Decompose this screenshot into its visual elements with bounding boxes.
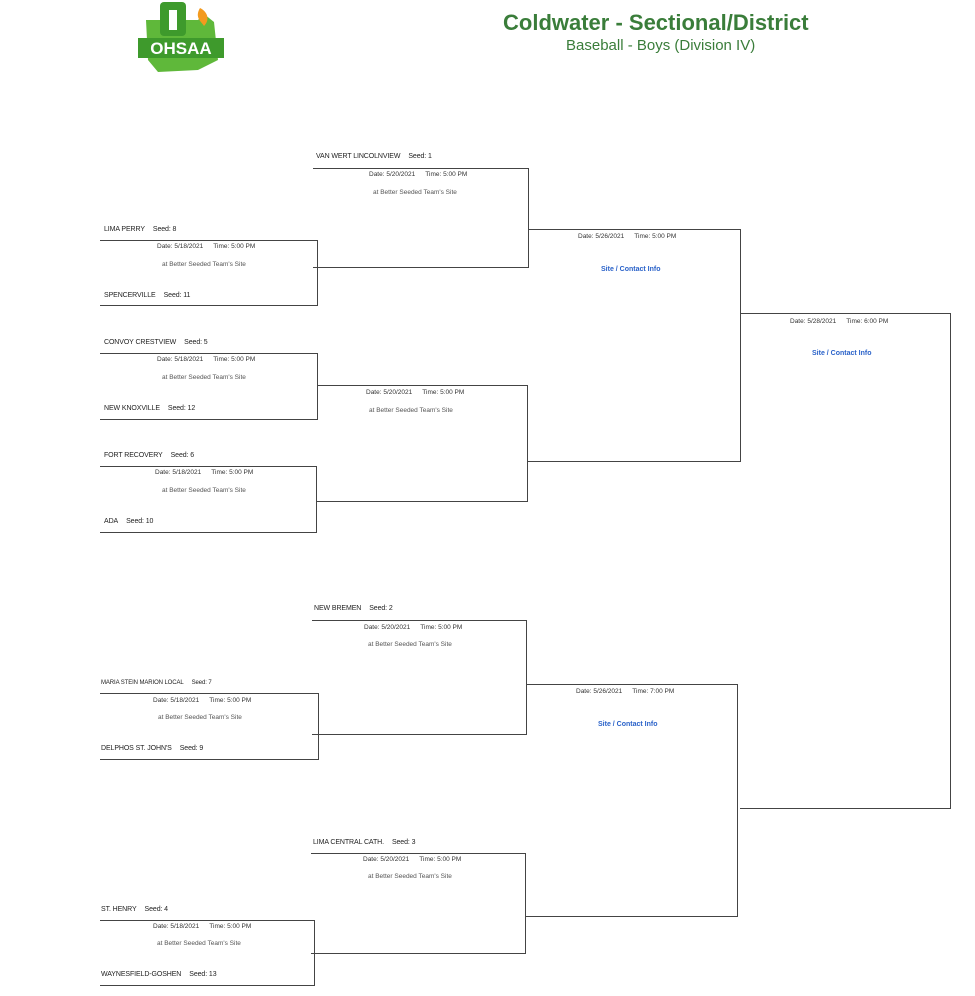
- page-subtitle: Baseball - Boys (Division IV): [566, 37, 756, 54]
- match-r2d: [311, 853, 526, 954]
- game-site: at Better Seeded Team's Site: [158, 714, 242, 721]
- match-r1c: [100, 466, 317, 533]
- game-site: at Better Seeded Team's Site: [368, 873, 452, 880]
- match-r1b: [100, 353, 318, 420]
- match-r1a: [100, 240, 318, 306]
- match-r3b: [526, 684, 738, 917]
- match-r1d: [100, 693, 319, 760]
- match-final: [740, 313, 951, 809]
- page-title: Coldwater - Sectional/District: [503, 10, 809, 35]
- site-contact-link[interactable]: Site / Contact Info: [598, 721, 658, 728]
- game-site: at Better Seeded Team's Site: [368, 641, 452, 648]
- team-slot: LIMA CENTRAL CATH.Seed: 3: [313, 839, 416, 846]
- site-contact-link[interactable]: Site / Contact Info: [601, 266, 661, 273]
- ohsaa-logo: OHSAA: [138, 2, 224, 72]
- game-site: at Better Seeded Team's Site: [373, 189, 457, 196]
- game-site: at Better Seeded Team's Site: [162, 261, 246, 268]
- game-site: at Better Seeded Team's Site: [369, 407, 453, 414]
- svg-text:OHSAA: OHSAA: [150, 39, 211, 58]
- match-r2c: [312, 620, 527, 735]
- match-r2a: [313, 168, 529, 268]
- game-site: at Better Seeded Team's Site: [162, 487, 246, 494]
- game-site: at Better Seeded Team's Site: [162, 374, 246, 381]
- game-site: at Better Seeded Team's Site: [157, 940, 241, 947]
- match-r3a: [528, 229, 741, 462]
- match-r2b: [317, 385, 528, 502]
- site-contact-link[interactable]: Site / Contact Info: [812, 350, 872, 357]
